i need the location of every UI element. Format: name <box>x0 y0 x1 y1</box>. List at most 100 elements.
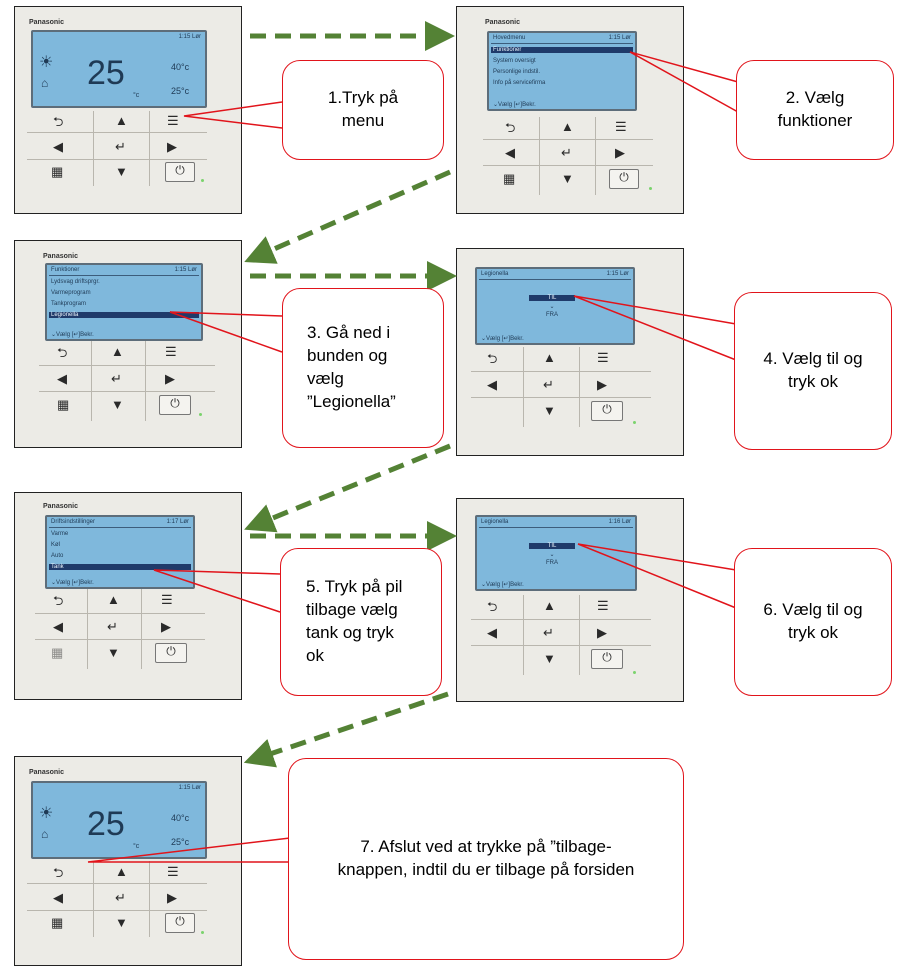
right-button[interactable]: ▶ <box>165 371 175 386</box>
grid-button[interactable]: ▦ <box>51 915 64 930</box>
up-button[interactable]: ▲ <box>115 113 128 128</box>
callout-step-4-text: 4. Vælg til og tryk ok <box>763 349 863 391</box>
ok-button[interactable]: ↵ <box>561 145 572 160</box>
menu-item-info[interactable]: Info på servicefirma <box>493 80 546 86</box>
menu-button[interactable]: ☰ <box>597 598 609 613</box>
up-button[interactable]: ▲ <box>543 598 556 613</box>
back-button[interactable]: ⮌ <box>53 593 64 608</box>
option-til[interactable]: TIL <box>529 295 575 301</box>
ok-button[interactable]: ↵ <box>543 377 554 392</box>
status-led <box>649 187 652 190</box>
back-button[interactable]: ⮌ <box>53 865 64 880</box>
back-button[interactable]: ⮌ <box>487 351 498 366</box>
right-button[interactable]: ▶ <box>167 890 177 905</box>
power-button[interactable]: ⏻ <box>609 169 639 189</box>
screen-title: Hovedmenu <box>493 35 526 41</box>
ok-button[interactable]: ↵ <box>115 890 126 905</box>
grid-button[interactable]: ▦ <box>51 164 64 179</box>
up-button[interactable]: ▲ <box>543 350 556 365</box>
back-button[interactable]: ⮌ <box>505 120 516 135</box>
menu-button[interactable]: ☰ <box>167 864 179 879</box>
menu-item-personlige[interactable]: Personlige indstil. <box>493 69 541 75</box>
status-led <box>201 931 204 934</box>
step5-photo: Panasonic Driftsindstillinger 1:17 Lør V… <box>14 492 242 700</box>
menu-item-tankprogram[interactable]: Tankprogram <box>51 301 87 307</box>
menu-item-tank[interactable]: Tank <box>49 564 191 570</box>
step7-photo: Panasonic 1:15 Lør ☀ ⌂ 25 °c 40°c 25°c ⮌… <box>14 756 242 966</box>
left-button[interactable]: ◀ <box>53 619 63 634</box>
power-button[interactable]: ⏻ <box>591 649 623 669</box>
grid-button[interactable]: ▦ <box>57 397 70 412</box>
menu-item-funktioner[interactable]: Funktioner <box>491 47 633 53</box>
option-fra[interactable]: FRA <box>546 312 558 318</box>
back-button[interactable]: ⮌ <box>53 114 64 129</box>
ok-button[interactable]: ↵ <box>115 139 126 154</box>
screen-footer: ⌄Vælg [↵]Bekr. <box>481 336 524 342</box>
screen-title: Legionella <box>481 271 509 277</box>
lcd-time: 1:15 Lør <box>174 267 197 273</box>
menu-item-auto[interactable]: Auto <box>51 553 64 559</box>
back-button[interactable]: ⮌ <box>487 599 498 614</box>
menu-item-varme[interactable]: Varme <box>51 531 69 537</box>
callout-step-5-text: 5. Tryk på pil tilbage vælg tank og tryk… <box>306 577 403 665</box>
down-button[interactable]: ▼ <box>115 915 128 930</box>
down-button[interactable]: ▼ <box>561 171 574 186</box>
menu-button[interactable]: ☰ <box>165 344 177 359</box>
down-button[interactable]: ▼ <box>543 651 556 666</box>
menu-item-lydsvag[interactable]: Lydsvag driftsprgr. <box>51 279 100 285</box>
up-button[interactable]: ▲ <box>561 119 574 134</box>
grid-button[interactable]: ▦ <box>51 645 64 660</box>
pointer-line-6 <box>577 543 737 609</box>
power-button[interactable]: ⏻ <box>159 395 191 415</box>
menu-button[interactable]: ☰ <box>161 592 173 607</box>
flow-arrow-2-3 <box>244 169 452 264</box>
right-button[interactable]: ▶ <box>167 139 177 154</box>
left-button[interactable]: ◀ <box>505 145 515 160</box>
ok-button[interactable]: ↵ <box>107 619 118 634</box>
power-button[interactable]: ⏻ <box>591 401 623 421</box>
right-button[interactable]: ▶ <box>615 145 625 160</box>
lcd-legionella: Legionella 1:16 Lør TIL ⌄ FRA ⌄Vælg [↵]B… <box>475 515 637 591</box>
up-button[interactable]: ▲ <box>107 592 120 607</box>
room-temperature: 25 <box>87 805 125 843</box>
flow-arrow-6-7 <box>243 691 449 768</box>
menu-item-kol[interactable]: Køl <box>51 542 60 548</box>
tank-temperature: 25°c <box>171 86 190 96</box>
menu-item-legionella[interactable]: Legionella <box>49 312 199 318</box>
left-button[interactable]: ◀ <box>487 377 497 392</box>
down-button[interactable]: ▼ <box>543 403 556 418</box>
menu-button[interactable]: ☰ <box>615 119 627 134</box>
step3-photo: Panasonic Funktioner 1:15 Lør Lydsvag dr… <box>14 240 242 448</box>
chevron-down-icon: ⌄ <box>549 552 555 558</box>
left-button[interactable]: ◀ <box>53 139 63 154</box>
down-button[interactable]: ▼ <box>115 164 128 179</box>
status-led <box>633 671 636 674</box>
option-til[interactable]: TIL <box>529 543 575 549</box>
power-button[interactable]: ⏻ <box>165 913 195 933</box>
ok-button[interactable]: ↵ <box>543 625 554 640</box>
right-button[interactable]: ▶ <box>161 619 171 634</box>
menu-item-varmeprogram[interactable]: Varmeprogram <box>51 290 91 296</box>
grid-button[interactable]: ▦ <box>503 171 516 186</box>
callout-step-1: 1.Tryk på menu <box>282 60 444 160</box>
back-button[interactable]: ⮌ <box>57 345 68 360</box>
ok-button[interactable]: ↵ <box>111 371 122 386</box>
menu-button[interactable]: ☰ <box>167 113 179 128</box>
option-fra[interactable]: FRA <box>546 560 558 566</box>
down-button[interactable]: ▼ <box>111 397 124 412</box>
lcd-time: 1:15 Lør <box>178 34 201 40</box>
menu-button[interactable]: ☰ <box>597 350 609 365</box>
up-button[interactable]: ▲ <box>111 344 124 359</box>
menu-item-system-oversigt[interactable]: System oversigt <box>493 58 536 64</box>
power-button[interactable]: ⏻ <box>155 643 187 663</box>
left-button[interactable]: ◀ <box>487 625 497 640</box>
left-button[interactable]: ◀ <box>57 371 67 386</box>
right-button[interactable]: ▶ <box>597 377 607 392</box>
chevron-down-icon: ⌄ <box>549 304 555 310</box>
up-button[interactable]: ▲ <box>115 864 128 879</box>
left-button[interactable]: ◀ <box>53 890 63 905</box>
power-button[interactable]: ⏻ <box>165 162 195 182</box>
right-button[interactable]: ▶ <box>597 625 607 640</box>
down-button[interactable]: ▼ <box>107 645 120 660</box>
